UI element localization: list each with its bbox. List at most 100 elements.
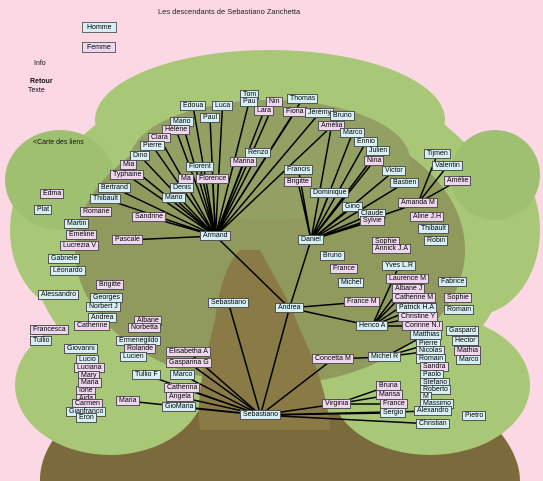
person-tullio[interactable]: Tullio xyxy=(30,336,53,346)
person-romain1[interactable]: Romain xyxy=(444,305,475,315)
person-helene[interactable]: Hélène xyxy=(162,125,191,135)
person-hector[interactable]: Hector xyxy=(452,336,479,346)
person-michel[interactable]: Michel xyxy=(338,278,365,288)
person-typhaine[interactable]: Typhaine xyxy=(110,170,145,180)
person-catherine1[interactable]: Catherine xyxy=(74,321,111,331)
person-eron[interactable]: Eron xyxy=(76,413,97,423)
person-roberto[interactable]: Roberto xyxy=(420,385,451,395)
person-ma[interactable]: Ma xyxy=(178,174,194,184)
person-florence[interactable]: Florence xyxy=(196,174,230,184)
person-thomas[interactable]: Thomas xyxy=(287,94,319,104)
person-michelr[interactable]: Michel R xyxy=(368,352,402,362)
homme-button[interactable]: Homme xyxy=(82,22,117,33)
person-gasparina[interactable]: Gasparina G xyxy=(166,358,212,368)
retour-link[interactable]: Retour xyxy=(30,78,53,85)
person-lara[interactable]: Lara xyxy=(254,106,275,116)
person-romane[interactable]: Romane xyxy=(80,207,113,217)
person-victor[interactable]: Victor xyxy=(382,166,406,176)
person-pascale[interactable]: Pascale xyxy=(112,235,143,245)
person-lucrezia[interactable]: Lucrezia V xyxy=(60,241,100,251)
person-virginia[interactable]: Virginia xyxy=(322,399,352,409)
person-tijmen[interactable]: Tijmen xyxy=(424,149,451,159)
person-fabrice[interactable]: Fabrice xyxy=(438,277,468,287)
person-gino[interactable]: Gino xyxy=(342,202,363,212)
person-armand[interactable]: Armand xyxy=(200,231,231,241)
person-bertrand[interactable]: Bertrand xyxy=(98,183,131,193)
person-dominique[interactable]: Dominique xyxy=(310,188,350,198)
person-marco3[interactable]: Marco xyxy=(170,370,196,380)
person-norbert[interactable]: Norbert J xyxy=(86,302,121,312)
person-elisabetha[interactable]: Elisabetha A xyxy=(166,347,211,357)
person-amanda[interactable]: Amanda M xyxy=(398,198,438,208)
person-mia[interactable]: Mia xyxy=(120,160,138,170)
person-denis[interactable]: Denis xyxy=(170,183,194,193)
person-annick[interactable]: Annick J.A xyxy=(372,244,412,254)
person-leonardo[interactable]: Léonardo xyxy=(50,266,86,276)
person-plat[interactable]: Plat xyxy=(34,205,53,215)
person-christian[interactable]: Christian xyxy=(416,419,450,429)
person-catherinem[interactable]: Catherine M xyxy=(392,293,437,303)
person-maria1[interactable]: Maria xyxy=(116,396,140,406)
person-yves[interactable]: Yves L.R xyxy=(382,261,417,271)
person-mario[interactable]: Mario xyxy=(162,193,186,203)
person-amelia1[interactable]: Amélia xyxy=(318,121,346,131)
person-gabriele[interactable]: Gabriele xyxy=(48,254,81,264)
person-brigitte2[interactable]: Brigitte xyxy=(96,280,124,290)
person-pierre1[interactable]: Pierre xyxy=(140,141,165,151)
person-sylvie[interactable]: Sylvie xyxy=(360,216,385,226)
person-edma[interactable]: Edma xyxy=(40,189,65,199)
person-francem[interactable]: France M xyxy=(344,297,380,307)
person-laurence[interactable]: Laurence M xyxy=(386,274,429,284)
person-bastien[interactable]: Bastien xyxy=(390,178,420,188)
person-sergio[interactable]: Sergio xyxy=(380,408,407,418)
person-nin[interactable]: Nin xyxy=(266,97,283,107)
person-giomaria[interactable]: GioMaria xyxy=(162,402,197,412)
person-andrea[interactable]: Andrea xyxy=(275,303,304,313)
person-concetta[interactable]: Concetta M xyxy=(312,354,354,364)
femme-button[interactable]: Femme xyxy=(82,42,116,53)
person-alessandro[interactable]: Alessandro xyxy=(38,290,80,300)
person-lucien[interactable]: Lucien xyxy=(120,352,147,362)
person-angela[interactable]: Angela xyxy=(166,392,194,402)
texte-link[interactable]: Texte xyxy=(28,87,45,94)
person-fiona[interactable]: Fiona xyxy=(283,107,307,117)
person-ennio[interactable]: Ennio xyxy=(354,137,378,147)
person-france[interactable]: France xyxy=(330,264,358,274)
person-giovanni[interactable]: Giovanni xyxy=(64,344,98,354)
person-julien[interactable]: Julien xyxy=(366,146,391,156)
person-root[interactable]: Sebastiano xyxy=(240,410,282,420)
person-francesca[interactable]: Francesca xyxy=(30,325,69,335)
person-amelie[interactable]: Amélie xyxy=(444,176,472,186)
person-valentin[interactable]: Valentin xyxy=(432,161,463,171)
person-daniel[interactable]: Daniel xyxy=(298,235,324,245)
person-alexandro[interactable]: Alexandro xyxy=(414,406,452,416)
person-edoua[interactable]: Edoua xyxy=(180,101,207,111)
person-marina[interactable]: Marina xyxy=(230,157,258,167)
person-emeline[interactable]: Emeline xyxy=(66,230,98,240)
person-brigitte1[interactable]: Brigitte xyxy=(284,177,312,187)
person-norbetta[interactable]: Norbetta xyxy=(128,323,161,333)
person-robin[interactable]: Robin xyxy=(424,236,449,246)
person-marco2[interactable]: Marco xyxy=(456,355,482,365)
person-pau1[interactable]: Pau xyxy=(240,97,259,107)
person-henco[interactable]: Henco A xyxy=(356,321,389,331)
person-sophie2[interactable]: Sophie xyxy=(444,293,472,303)
person-martin[interactable]: Martin xyxy=(64,219,90,229)
carte-link[interactable]: <Carte des liens xyxy=(33,139,84,146)
person-renzo[interactable]: Renzo xyxy=(245,148,272,158)
person-paul[interactable]: Paul xyxy=(200,113,221,123)
person-marco1[interactable]: Marco xyxy=(340,128,366,138)
person-aline[interactable]: Aline J.H xyxy=(410,212,445,222)
info-link[interactable]: Info xyxy=(34,60,46,67)
person-francis[interactable]: Francis xyxy=(284,165,313,175)
person-nina[interactable]: Nina xyxy=(364,156,385,166)
person-seb2[interactable]: Sebastiano xyxy=(208,298,250,308)
person-bruno1[interactable]: Bruno xyxy=(330,111,355,121)
person-bruno2[interactable]: Bruno xyxy=(320,251,345,261)
person-dino[interactable]: Dino xyxy=(130,151,151,161)
person-thibault1[interactable]: Thibault xyxy=(90,194,121,204)
person-gaspard[interactable]: Gaspard xyxy=(446,326,479,336)
person-luca[interactable]: Luca xyxy=(212,101,234,111)
person-maria2[interactable]: Maria xyxy=(78,378,102,388)
person-florent[interactable]: Florent xyxy=(186,162,214,172)
